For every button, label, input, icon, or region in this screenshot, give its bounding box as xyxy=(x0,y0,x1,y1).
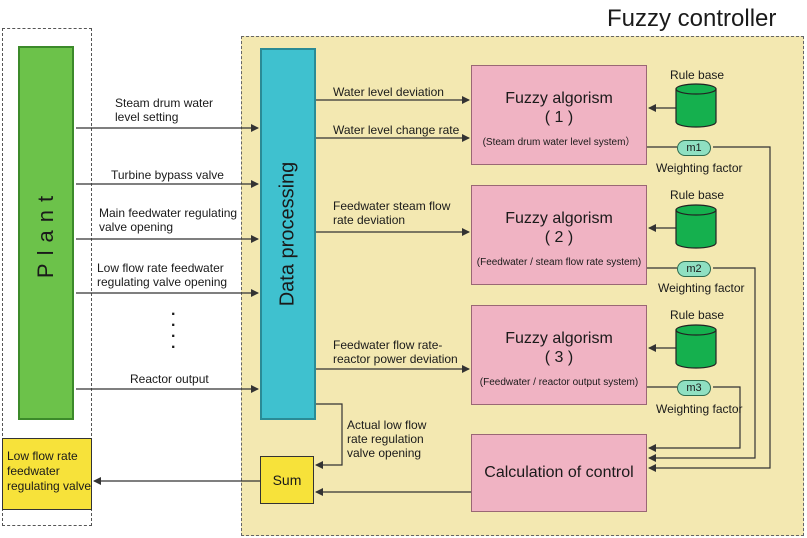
plant-block: Plant xyxy=(18,46,74,420)
input-label-4: Low flow rate feedwater regulating valve… xyxy=(97,261,228,289)
rule-base-icon-2 xyxy=(675,204,717,249)
plant-label: Plant xyxy=(33,187,58,279)
rule-base-label-2: Rule base xyxy=(670,188,725,202)
rule-base-icon-3 xyxy=(675,324,717,369)
actual-opening-arrow xyxy=(315,403,343,469)
signal-label-3: Feedwater steam flow rate deviation xyxy=(333,199,451,227)
rule-base-icon-1 xyxy=(675,83,717,128)
low-flow-valve-block: Low flow rate feedwater regulating valve xyxy=(2,438,92,510)
fuzzy-controller-title: Fuzzy controller xyxy=(607,5,777,32)
plant-frame xyxy=(2,28,92,526)
input-label-2: Turbine bypass valve xyxy=(111,168,224,182)
fuzzy-title-1: Fuzzy algorism xyxy=(505,90,613,107)
fuzzy-system-3: (Feedwater / reactor output system) xyxy=(479,377,639,388)
fuzzy-index-3: ( 3 ) xyxy=(544,349,574,366)
input-ellipsis: . . . . xyxy=(171,302,176,352)
weight-arrow-2 xyxy=(648,267,756,462)
weight-badge-m1: m1 xyxy=(677,140,711,156)
rule-base-label-3: Rule base xyxy=(670,308,725,322)
weight-arrow-3 xyxy=(648,386,741,452)
rule-base-label-1: Rule base xyxy=(670,68,725,82)
fuzzy-title-2: Fuzzy algorism xyxy=(505,210,613,227)
calculation-of-control-block: Calculation of control xyxy=(471,434,647,512)
weighting-label-1: Weighting factor xyxy=(656,161,743,175)
fuzzy-system-1: (Steam drum water level system） xyxy=(482,137,636,148)
signal-label-2: Water level change rate xyxy=(333,123,460,137)
weighting-label-2: Weighting factor xyxy=(658,281,745,295)
fuzzy-algorism-block-1: Fuzzy algorism ( 1 ) (Steam drum water l… xyxy=(471,65,647,165)
signal-label-4: Feedwater flow rate- reactor power devia… xyxy=(333,338,458,366)
weighting-label-3: Weighting factor xyxy=(656,402,743,416)
fuzzy-algorism-block-3: Fuzzy algorism ( 3 ) (Feedwater / reacto… xyxy=(471,305,647,405)
input-label-5: Reactor output xyxy=(130,372,209,386)
signal-label-1: Water level deviation xyxy=(333,85,444,99)
weight-arrow-1 xyxy=(648,146,771,472)
fuzzy-index-1: ( 1 ) xyxy=(544,109,574,126)
data-processing-block: Data processing xyxy=(260,48,316,420)
fuzzy-system-2: (Feedwater / steam flow rate system) xyxy=(476,257,642,268)
signal-label-5: Actual low flow rate regulation valve op… xyxy=(347,418,427,460)
rule-base-cylinders xyxy=(675,83,717,369)
weight-badge-m3: m3 xyxy=(677,380,711,396)
fuzzy-algorism-block-2: Fuzzy algorism ( 2 ) (Feedwater / steam … xyxy=(471,185,647,285)
weight-badge-m2: m2 xyxy=(677,261,711,277)
sum-block: Sum xyxy=(260,456,314,504)
fuzzy-title-3: Fuzzy algorism xyxy=(505,330,613,347)
input-label-1: Steam drum water level setting xyxy=(115,96,214,124)
input-label-3: Main feedwater regulating valve opening xyxy=(99,206,238,234)
fuzzy-index-2: ( 2 ) xyxy=(544,229,574,246)
data-processing-label: Data processing xyxy=(276,161,299,307)
